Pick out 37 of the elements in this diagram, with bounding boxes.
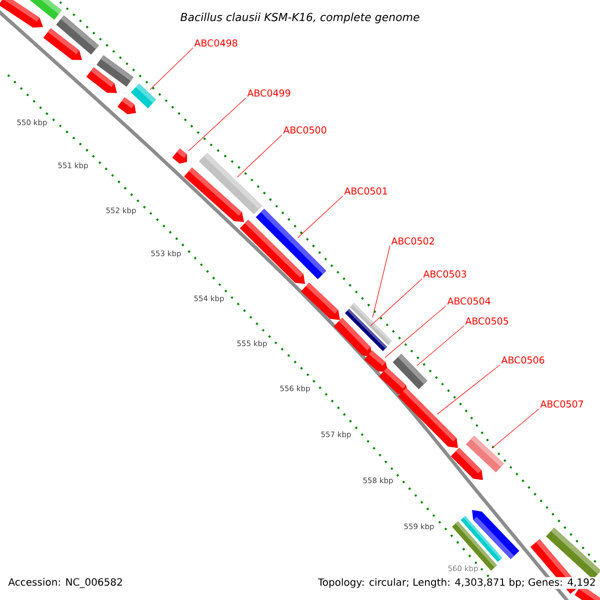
gene-feature: [43, 28, 82, 60]
leader-line: [416, 326, 464, 366]
gene-label: ABC0504: [447, 297, 490, 305]
gene-feature: [450, 448, 483, 480]
leader-line: [492, 408, 540, 448]
gene-label: ABC0500: [283, 126, 326, 134]
gene-feature: [334, 318, 372, 357]
leader-line: [150, 48, 194, 90]
gene-label: ABC0507: [540, 400, 584, 408]
leader-line: [297, 196, 344, 238]
gene-label: ABC0503: [423, 270, 466, 278]
gene-feature: [86, 67, 117, 93]
leader-line: [370, 278, 422, 326]
leader-line: [384, 306, 446, 358]
leader-line: [436, 364, 500, 415]
gene-label: ABC0501: [344, 187, 387, 195]
gene-feature: [184, 168, 244, 222]
leader-line: [188, 98, 246, 152]
gene-block: [29, 0, 62, 20]
gene-feature: [240, 220, 305, 284]
title: Bacillus clausii KSM-K16, complete genome: [180, 12, 420, 24]
gene-feature: [300, 282, 340, 320]
leader-line: [236, 134, 282, 178]
gene-feature: [118, 97, 136, 114]
gene-label: ABC0498: [194, 39, 238, 47]
leader-line: [372, 246, 390, 318]
footer-text: Topology: circular; Length: 4,303,871 bp; Genes: 4,192: [316, 577, 597, 589]
gene-label: ABC0502: [391, 237, 434, 245]
gene-label: ABC0499: [247, 89, 290, 97]
footer-text: Accession: NC_006582: [7, 577, 124, 589]
gene-label: ABC0505: [465, 317, 508, 325]
gene-feature: [172, 148, 188, 164]
gene-label: ABC0506: [501, 356, 544, 364]
gene-feature: [398, 388, 458, 448]
gene-block: [130, 84, 156, 108]
gene-feature: [378, 368, 408, 395]
gene-feature: [364, 350, 388, 372]
